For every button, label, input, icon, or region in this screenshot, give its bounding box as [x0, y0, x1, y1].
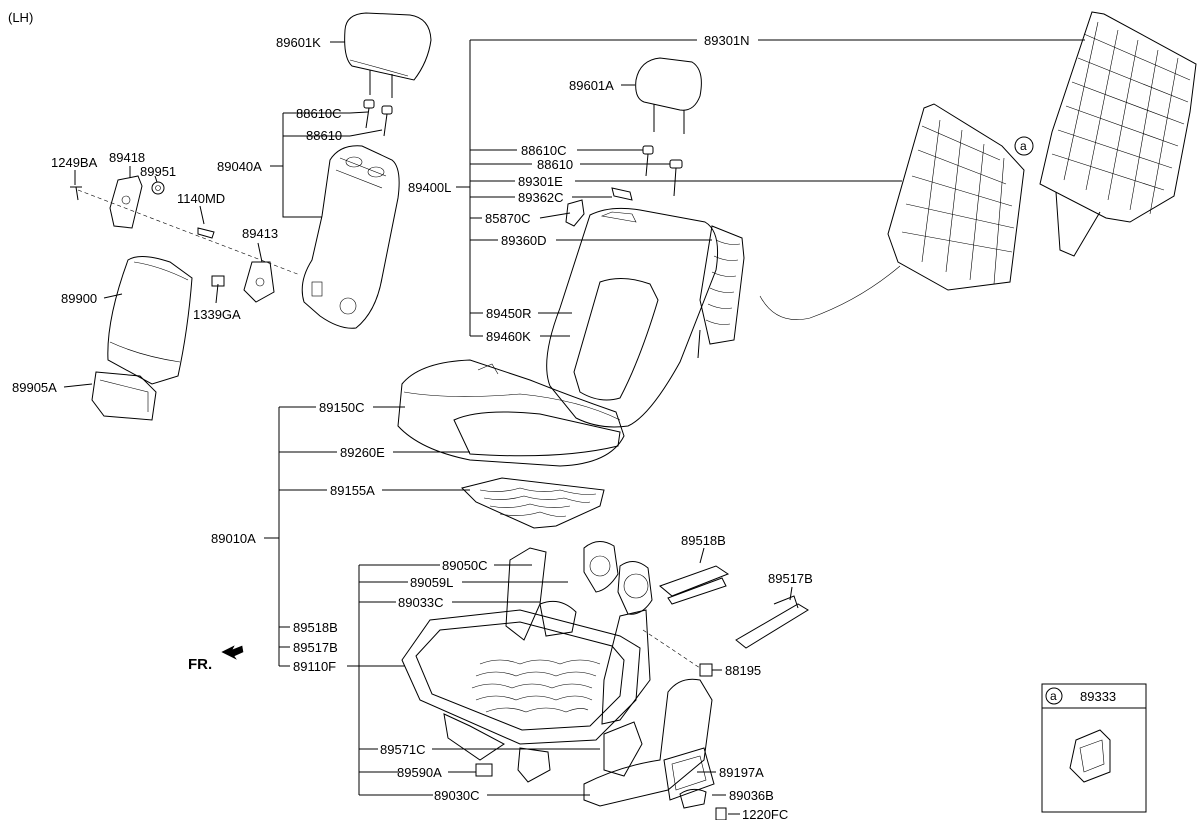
label-89590a: 89590A: [397, 765, 442, 780]
seat-frame-drawing: [401, 541, 653, 783]
label-88610c-right: 88610C: [521, 143, 567, 158]
cushion-drawing: [397, 359, 625, 467]
label-85870c: 85870C: [485, 211, 531, 226]
label-89040a: 89040A: [217, 159, 262, 174]
label-89010a: 89010A: [211, 531, 256, 546]
inset-circle-letter: a: [1050, 689, 1057, 703]
small-parts-left-drawing: [70, 175, 275, 303]
inset-box-89333: a 89333: [1041, 683, 1147, 813]
label-89571c: 89571C: [380, 742, 426, 757]
label-89360d: 89360D: [501, 233, 547, 248]
label-89450r: 89450R: [486, 306, 532, 321]
label-89905a: 89905A: [12, 380, 57, 395]
label-89150c: 89150C: [319, 400, 365, 415]
back-cover-89301n-drawing: [1039, 11, 1197, 257]
back-pad-89360d-drawing: [697, 225, 745, 359]
label-88195: 88195: [725, 663, 761, 678]
label-89413: 89413: [242, 226, 278, 241]
label-1140md: 1140MD: [177, 191, 225, 206]
front-arrow-icon: [221, 645, 244, 660]
side-label: (LH): [8, 10, 33, 25]
front-direction-marker: FR.: [188, 645, 244, 673]
side-cover-drawing: [583, 678, 727, 820]
headrest-guides-left-drawing: [363, 99, 393, 137]
inset-part-number: 89333: [1080, 689, 1116, 704]
label-89059l: 89059L: [410, 575, 453, 590]
label-89517b-left: 89517B: [293, 640, 338, 655]
inset-part-89333-icon: [1069, 729, 1111, 783]
label-89036b: 89036B: [729, 788, 774, 803]
label-89418: 89418: [109, 150, 145, 165]
label-89030c: 89030C: [434, 788, 480, 803]
label-89260e: 89260E: [340, 445, 385, 460]
label-1339ga: 1339GA: [193, 307, 241, 322]
label-89301e: 89301E: [518, 174, 563, 189]
cushion-pad-89155a-drawing: [461, 477, 605, 529]
armrest-89900-drawing: [107, 256, 193, 385]
rails-89518b-89517b-drawing: [659, 565, 809, 677]
callout-marker-a: a: [1020, 139, 1027, 153]
seatback-frame-left-drawing: [301, 145, 400, 329]
front-label: FR.: [188, 656, 212, 673]
label-88610-right: 88610: [537, 157, 573, 172]
label-89900: 89900: [61, 291, 97, 306]
label-89301n: 89301N: [704, 33, 750, 48]
label-88610c-left: 88610C: [296, 106, 342, 121]
label-89197a: 89197A: [719, 765, 764, 780]
label-89033c: 89033C: [398, 595, 444, 610]
label-89518b-left: 89518B: [293, 620, 338, 635]
label-89951: 89951: [140, 164, 176, 179]
leader-lines: [63, 39, 1085, 815]
label-1249ba: 1249BA: [51, 155, 98, 170]
label-89518b-right: 89518B: [681, 533, 726, 548]
label-89601a: 89601A: [569, 78, 614, 93]
label-89155a: 89155A: [330, 483, 375, 498]
label-88610-left: 88610: [306, 128, 342, 143]
label-1220fc: 1220FC: [742, 807, 788, 820]
label-89460k: 89460K: [486, 329, 531, 344]
label-89400l: 89400L: [408, 180, 451, 195]
label-89601k: 89601K: [276, 35, 321, 50]
headrest-89601k-drawing: [344, 12, 432, 98]
label-89110f: 89110F: [293, 659, 336, 674]
label-89050c: 89050C: [442, 558, 488, 573]
armrest-cap-89905a-drawing: [91, 371, 157, 421]
label-89362c: 89362C: [518, 190, 564, 205]
headrest-89601a-drawing: [635, 57, 702, 197]
label-89517b-right: 89517B: [768, 571, 813, 586]
part-labels: 89601K 88610C 88610 89040A 1249BA 89418 …: [12, 33, 813, 820]
seatback-frame-right-drawing: a: [759, 103, 1034, 320]
seatback-right-drawing: [546, 187, 719, 428]
